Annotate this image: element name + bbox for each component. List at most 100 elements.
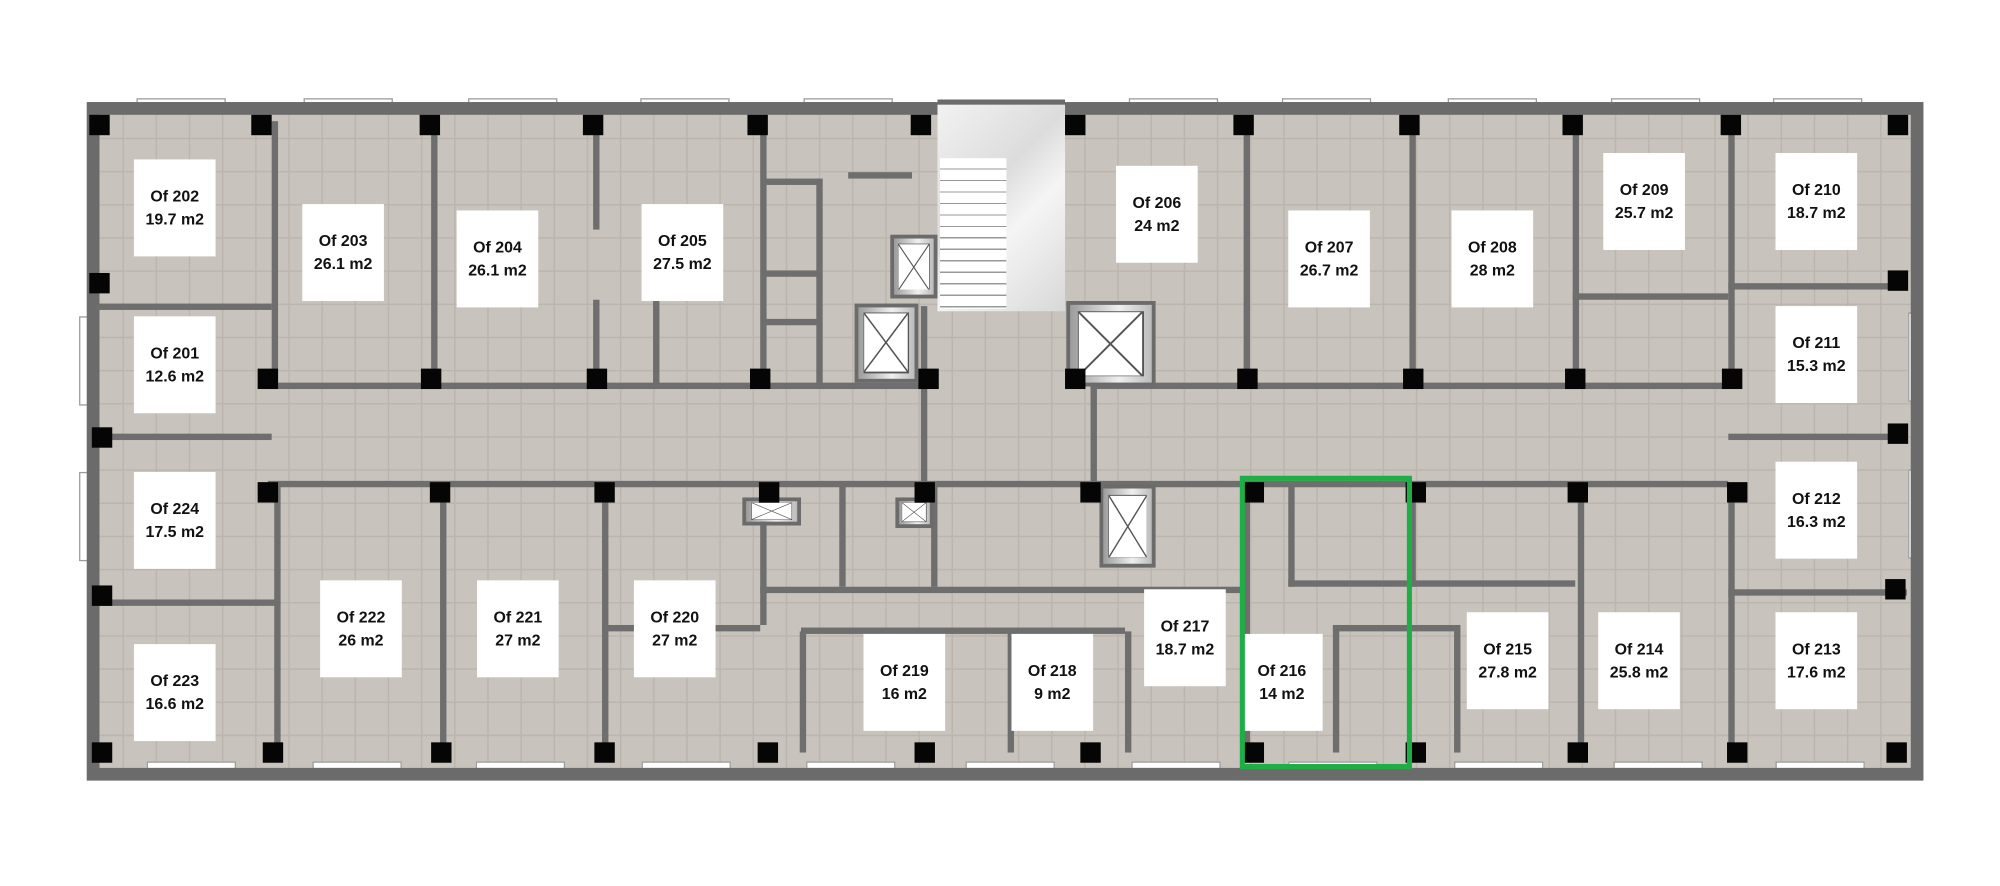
highlighted-room-outline[interactable] <box>1239 475 1412 770</box>
room-area: 19.7 m2 <box>145 210 205 229</box>
pillar <box>89 114 110 136</box>
room-name: Of 205 <box>658 232 707 250</box>
room-area: 27.8 m2 <box>1478 663 1537 682</box>
wall <box>931 484 938 587</box>
pillar <box>1887 423 1909 444</box>
room-area: 9 m2 <box>1034 684 1071 703</box>
wall <box>1728 589 1907 596</box>
pillar <box>1721 368 1743 390</box>
room-area: 25.8 m2 <box>1609 663 1669 682</box>
room-label[interactable]: Of 215 27.8 m2 <box>1466 612 1549 710</box>
wall <box>1090 306 1097 485</box>
pillar <box>251 114 272 136</box>
wall <box>760 121 767 387</box>
room-name: Of 224 <box>150 499 200 518</box>
room-name: Of 215 <box>1483 640 1533 659</box>
wall <box>1243 484 1250 753</box>
pillar <box>1562 114 1583 136</box>
room-area: 28 m2 <box>1469 261 1515 280</box>
pillar <box>1080 482 1101 503</box>
wall <box>760 484 767 625</box>
wall <box>1728 121 1735 387</box>
pillar <box>749 368 771 390</box>
room-area: 12.6 m2 <box>145 367 205 386</box>
pillar <box>918 368 939 390</box>
wall <box>1728 433 1907 441</box>
pillar <box>429 482 451 503</box>
room-area: 26.1 m2 <box>313 255 373 273</box>
room-area: 14 m2 <box>1259 684 1305 703</box>
room-label[interactable]: Of 205 27.5 m2 <box>641 204 724 302</box>
pillar <box>1237 368 1258 390</box>
room-name: Of 218 <box>1027 661 1077 680</box>
elevator-icon <box>895 497 934 529</box>
wall <box>274 484 281 753</box>
pillar <box>91 742 113 763</box>
staircase <box>937 99 1066 312</box>
room-name: Of 208 <box>1467 238 1517 257</box>
wall <box>440 484 447 753</box>
room-label[interactable]: Of 224 17.5 m2 <box>133 471 216 569</box>
wall <box>762 318 819 326</box>
room-label[interactable]: Of 208 28 m2 <box>1451 210 1534 308</box>
room-area: 16.3 m2 <box>1787 512 1846 531</box>
pillar <box>586 368 608 390</box>
pillar <box>582 114 604 136</box>
room-name: Of 206 <box>1132 193 1182 212</box>
room-label[interactable]: Of 214 25.8 m2 <box>1598 612 1680 710</box>
wall <box>1332 624 1340 753</box>
room-name: Of 216 <box>1257 661 1307 680</box>
room-area: 17.5 m2 <box>145 522 205 541</box>
room-area: 16.6 m2 <box>145 695 205 714</box>
wall <box>1243 121 1250 387</box>
wall <box>95 303 272 310</box>
wall <box>593 299 600 387</box>
pillar <box>594 742 615 763</box>
wall <box>1332 624 1455 632</box>
room-area: 24 m2 <box>1134 216 1180 235</box>
room-area: 15.3 m2 <box>1787 357 1846 375</box>
wall <box>799 631 807 753</box>
room-label[interactable]: Of 216 14 m2 <box>1241 633 1323 731</box>
room-name: Of 209 <box>1619 181 1669 199</box>
stair-steps <box>940 158 1007 309</box>
wall <box>848 172 912 179</box>
pillar <box>257 368 279 390</box>
room-name: Of 210 <box>1791 181 1841 199</box>
wall <box>1007 631 1015 753</box>
pillar <box>1565 368 1586 390</box>
elevator-icon <box>742 497 802 526</box>
pillar <box>1567 482 1588 503</box>
wall <box>839 484 846 587</box>
wall <box>1577 484 1585 753</box>
room-label[interactable]: Of 206 24 m2 <box>1116 165 1198 263</box>
pillar <box>1243 482 1265 503</box>
room-name: Of 220 <box>650 608 700 627</box>
wall <box>95 433 272 441</box>
wall <box>816 178 823 387</box>
room-area: 27.5 m2 <box>653 255 712 273</box>
room-label[interactable]: Of 218 9 m2 <box>1011 633 1094 731</box>
pillar <box>91 427 113 448</box>
room-name: Of 214 <box>1614 640 1664 659</box>
pillar <box>91 585 113 606</box>
wall <box>1409 121 1416 387</box>
wall <box>1728 484 1735 753</box>
